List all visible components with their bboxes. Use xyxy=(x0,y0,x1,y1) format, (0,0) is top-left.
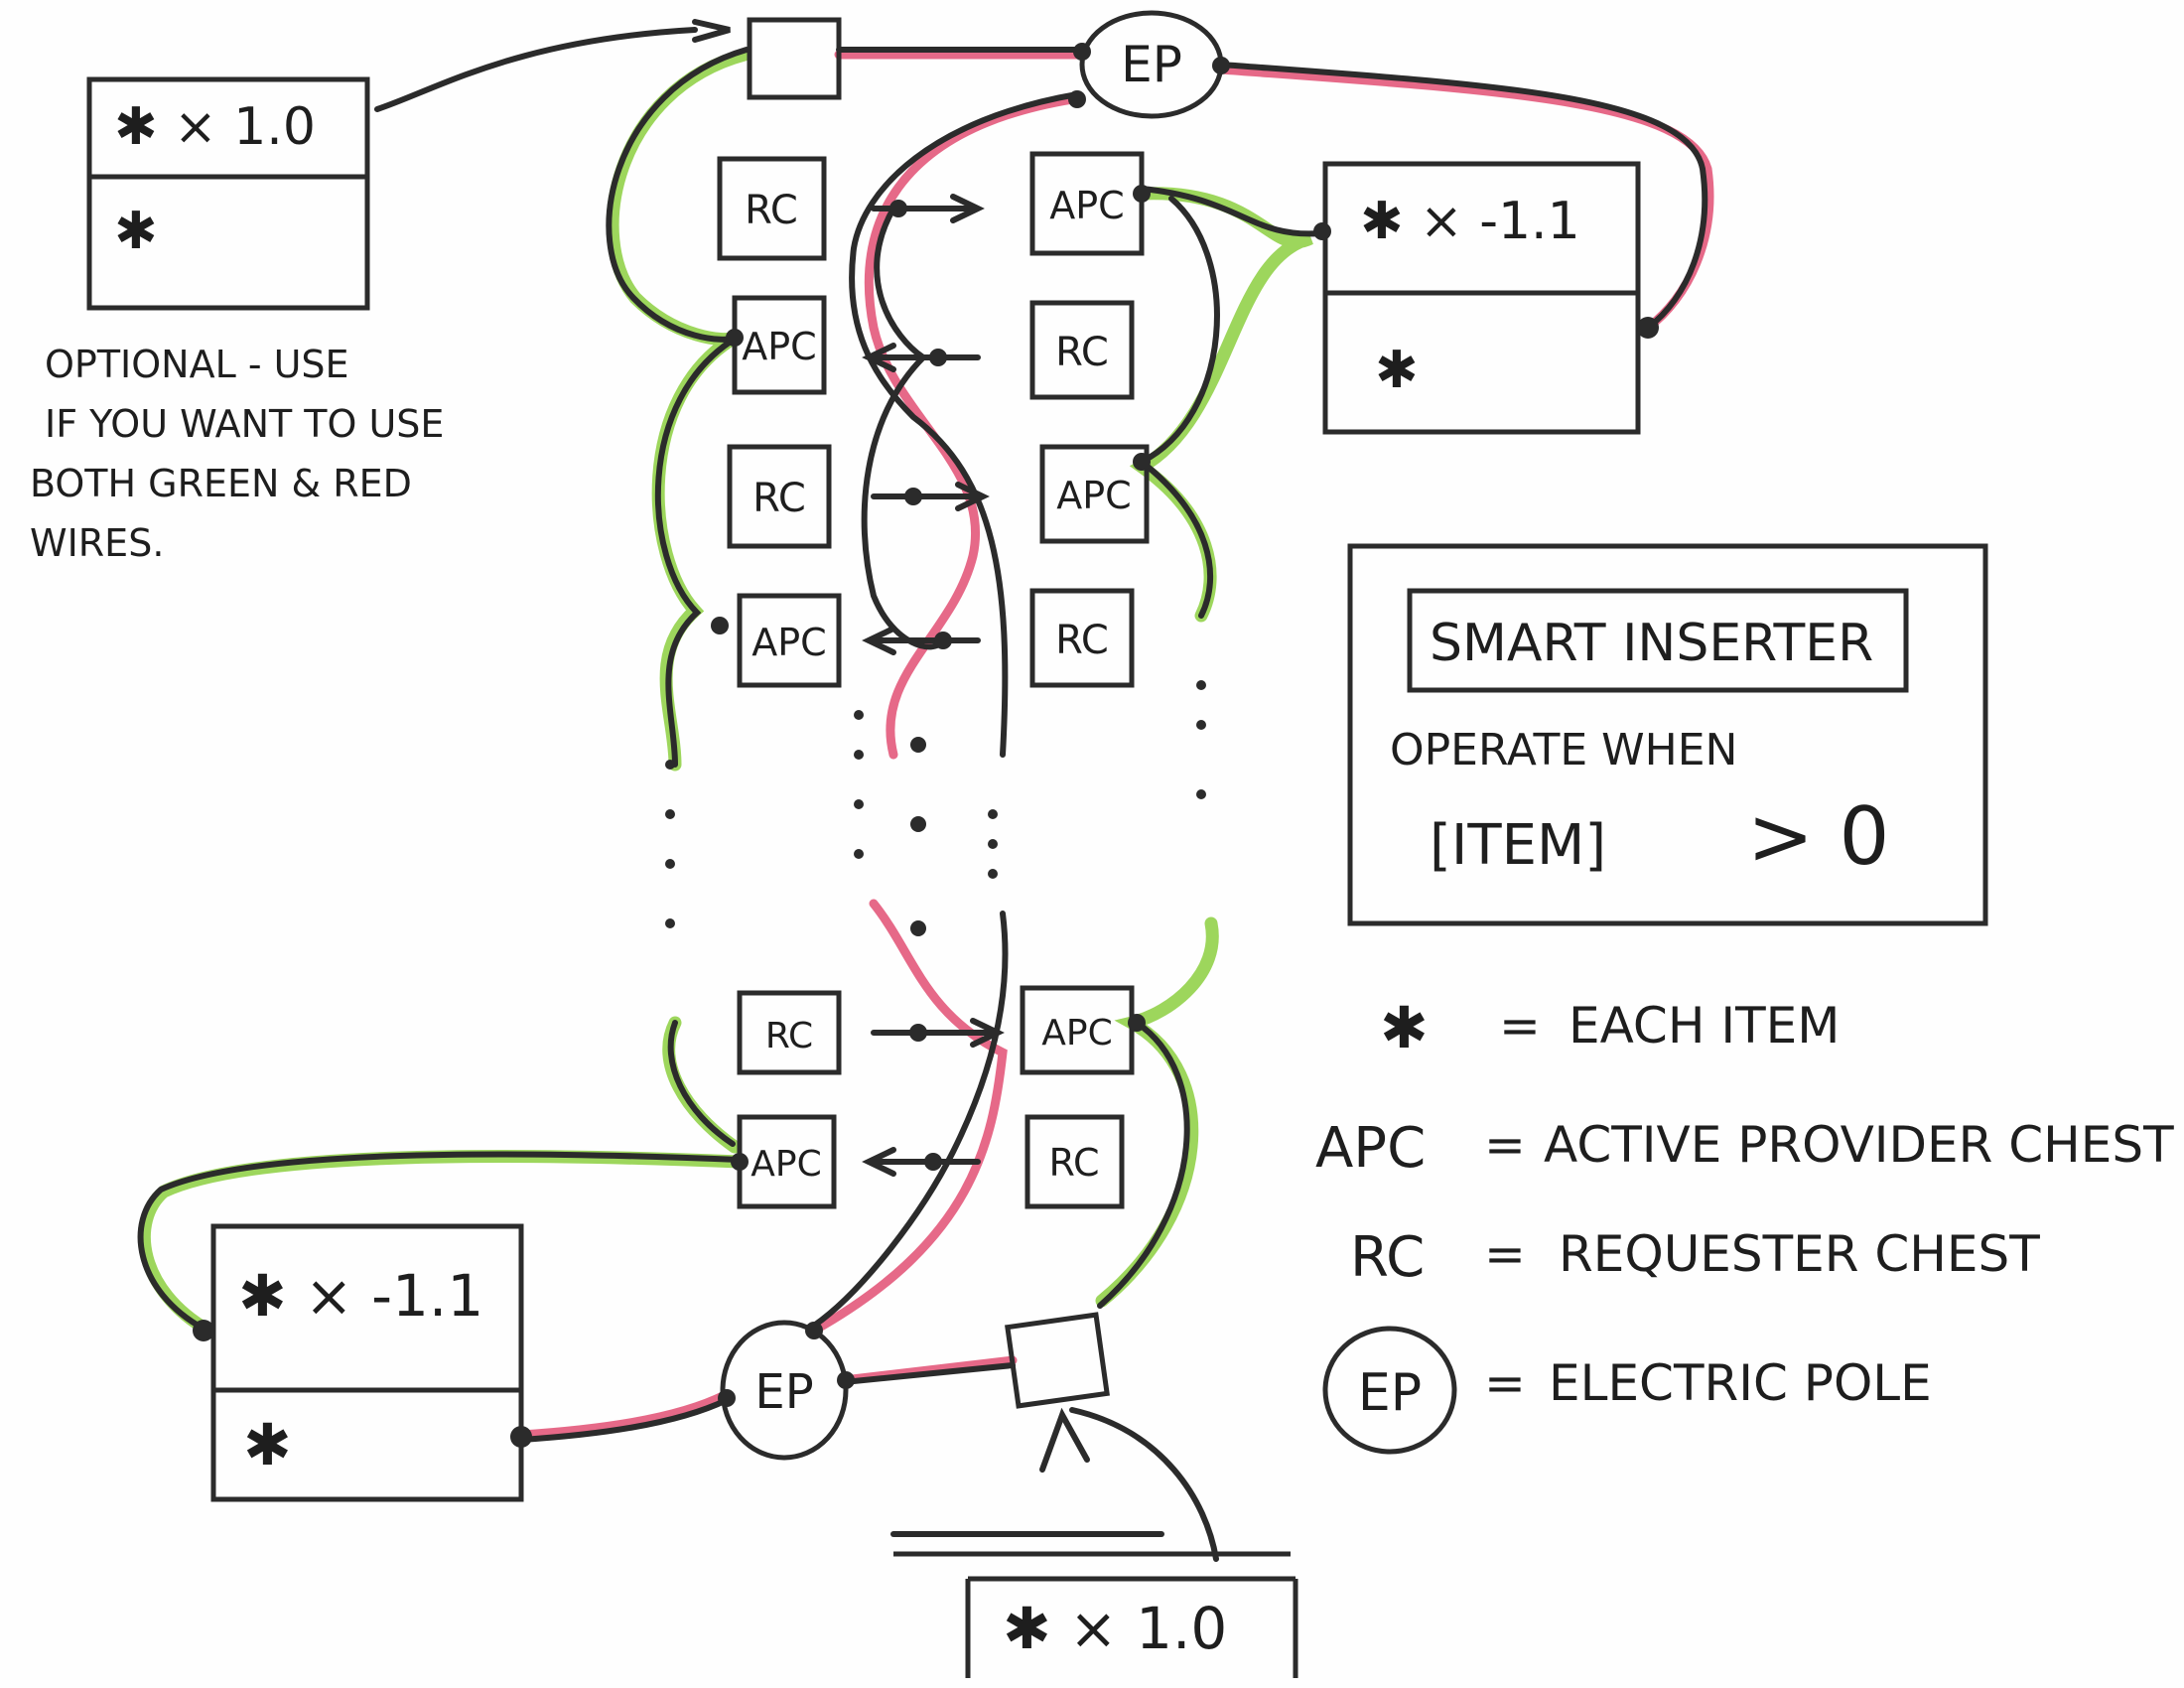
arrow-to-top-inserter xyxy=(692,19,731,43)
legend: ✱ = EACH ITEM APC = ACTIVE PROVIDER CHES… xyxy=(1315,994,2174,1455)
combinator-top-right: ✱ × -1.1 ✱ xyxy=(1313,161,1659,435)
combinator-bottom-left-top: ✱ × -1.1 xyxy=(238,1262,483,1330)
chest-left-3: RC xyxy=(752,476,806,521)
smart-inserter-box: SMART INSERTER OPERATE WHEN [ITEM] > 0 xyxy=(1347,543,1988,926)
combinator-bottom-mid-top: ✱ × 1.0 xyxy=(1003,1595,1227,1662)
chest-right-1: APC xyxy=(1049,184,1124,227)
legend-key-3: RC xyxy=(1350,1225,1425,1290)
pole-top-label: EP xyxy=(1121,36,1182,93)
pole-bottom: EP xyxy=(718,1320,855,1461)
wire-pole-inserter xyxy=(841,1362,1016,1385)
black-wire-braid-a xyxy=(849,91,1080,758)
legend-eq-2: = xyxy=(1484,1116,1526,1174)
combinator-top-right-bottom: ✱ xyxy=(1375,341,1419,400)
chest-right-4: RC xyxy=(1055,618,1109,663)
legend-value-1: EACH ITEM xyxy=(1569,997,1840,1055)
legend-value-3: REQUESTER CHEST xyxy=(1559,1225,2040,1283)
continuation-dots xyxy=(665,680,1206,936)
inserter-arrows xyxy=(862,194,1005,1177)
note-line-4: WIRES. xyxy=(30,521,164,565)
black-wire-to-bl-combinator xyxy=(137,1151,743,1332)
pole-bottom-label: EP xyxy=(754,1364,813,1420)
optional-note: OPTIONAL - USE IF YOU WANT TO USE BOTH G… xyxy=(30,343,444,565)
red-wire-braid xyxy=(864,94,1077,760)
chest-column-right: APC RC APC RC APC RC xyxy=(1020,151,1150,1209)
combinator-bottom-left: ✱ × -1.1 ✱ xyxy=(193,1223,532,1502)
chest-left-5: RC xyxy=(765,1016,813,1056)
note-line-1: OPTIONAL - USE xyxy=(45,343,349,386)
chest-left-2: APC xyxy=(742,325,816,368)
black-wire-lower-left xyxy=(667,1020,736,1147)
black-wire-right-arc xyxy=(1136,196,1220,619)
black-wire-lower xyxy=(811,911,1009,1329)
combinator-top-left: ✱ × 1.0 ✱ xyxy=(86,76,370,311)
pole-top: EP xyxy=(1068,10,1230,119)
legend-value-4: ELECTRIC POLE xyxy=(1549,1354,1932,1412)
chest-right-5: APC xyxy=(1041,1013,1112,1054)
combinator-bottom-left-bottom: ✱ xyxy=(243,1411,292,1478)
connection-dots xyxy=(711,185,1151,1171)
note-line-2: IF YOU WANT TO USE xyxy=(45,402,444,446)
wire-pole-to-right-combinator xyxy=(1218,62,1708,331)
chest-left-1: RC xyxy=(745,188,798,233)
chest-left-6: APC xyxy=(751,1144,821,1185)
black-wire-lower-right xyxy=(1097,1020,1190,1309)
wire-bl-combinator-pole xyxy=(518,1397,730,1443)
combinator-top-left-bottom: ✱ xyxy=(114,202,158,261)
red-wire-lower xyxy=(809,899,1008,1336)
green-wire-lower-right xyxy=(1095,916,1219,1308)
note-line-3: BOTH GREEN & RED xyxy=(30,462,412,505)
smart-inserter-line1: OPERATE WHEN xyxy=(1390,725,1737,775)
legend-key-1: ✱ xyxy=(1380,994,1429,1061)
combinator-top-left-top: ✱ × 1.0 xyxy=(114,97,316,157)
chest-column-left: RC APC RC APC RC APC xyxy=(717,156,842,1209)
chest-right-3: APC xyxy=(1056,474,1131,517)
red-wire-bottom xyxy=(516,1390,730,1440)
chest-left-4: APC xyxy=(751,621,826,664)
inserter-bottom xyxy=(1005,1312,1110,1409)
legend-key-4: EP xyxy=(1358,1363,1422,1423)
legend-eq-1: = xyxy=(1499,997,1541,1055)
arrow-to-bottom-inserter xyxy=(1039,1407,1090,1473)
wire-combinator-to-inserter xyxy=(374,27,698,112)
wire-bottom-combinator-inserter xyxy=(1069,1407,1219,1562)
chest-right-2: RC xyxy=(1055,330,1109,375)
smart-inserter-item: [ITEM] xyxy=(1430,813,1606,878)
combinator-bottom-mid: ✱ × 1.0 xyxy=(890,1531,1298,1678)
smart-inserter-title: SMART INSERTER xyxy=(1430,614,1873,673)
legend-key-2: APC xyxy=(1315,1116,1426,1181)
combinator-top-right-top: ✱ × -1.1 xyxy=(1360,192,1580,251)
black-wire-right-loop xyxy=(1139,186,1323,237)
legend-eq-3: = xyxy=(1484,1225,1526,1283)
inserter-top xyxy=(692,17,842,100)
legend-value-2: ACTIVE PROVIDER CHEST xyxy=(1544,1116,2174,1174)
chest-right-6: RC xyxy=(1048,1141,1099,1185)
smart-inserter-condition: > 0 xyxy=(1747,790,1889,883)
legend-eq-4: = xyxy=(1484,1354,1526,1412)
green-wire-right-loop xyxy=(1129,187,1313,623)
black-wire-braid-b xyxy=(861,206,946,650)
